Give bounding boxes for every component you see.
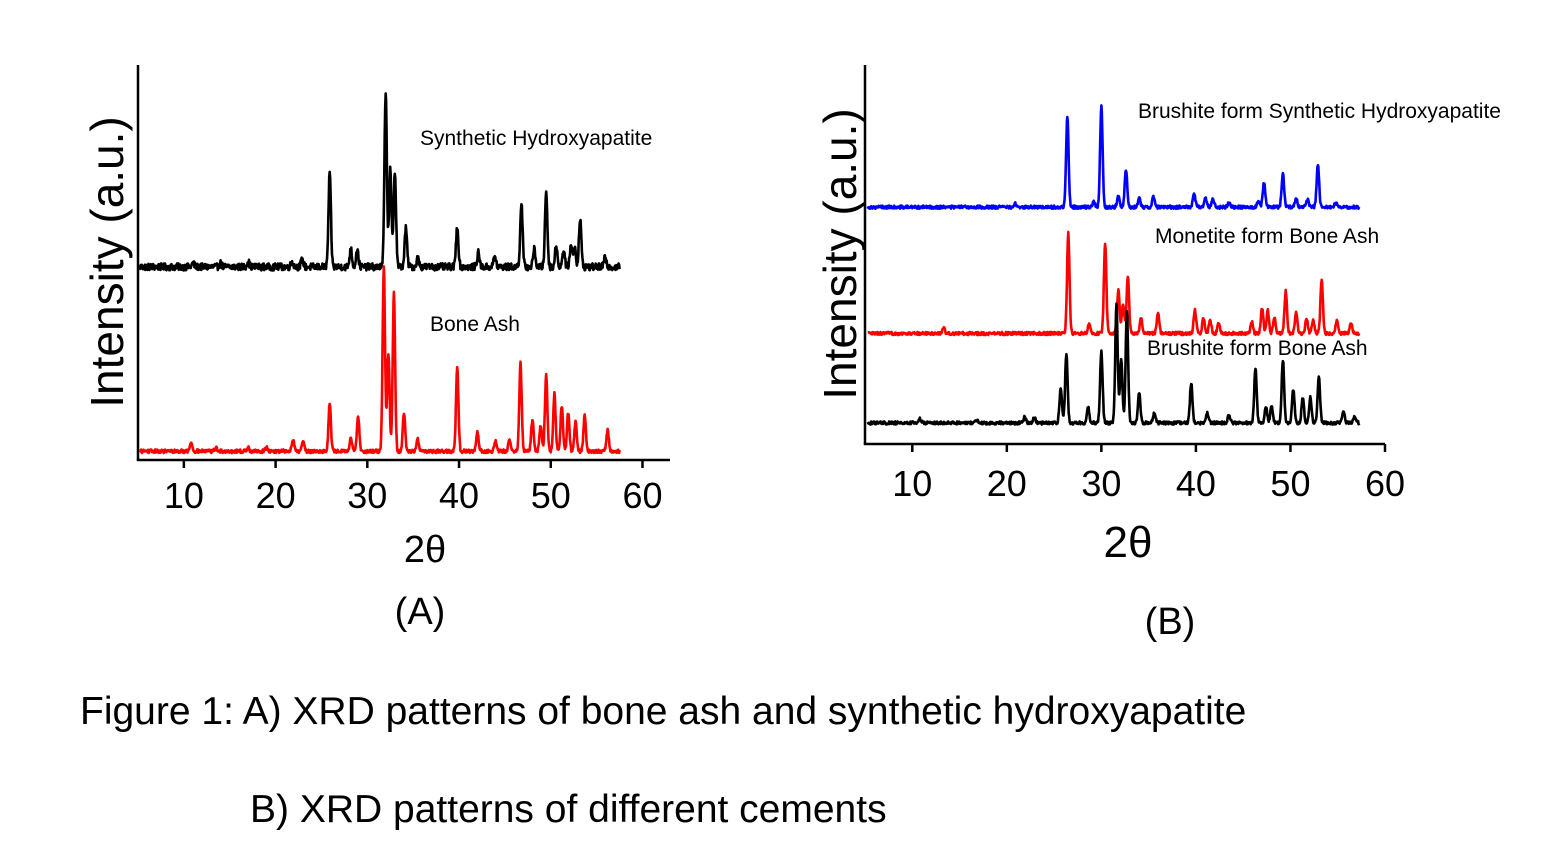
chart-b-x-label: 2θ: [1104, 518, 1153, 567]
chart-a-label-synthetic-hydroxyapatite: Synthetic Hydroxyapatite: [420, 127, 652, 150]
figure-caption-line-1: Figure 1: A) XRD patterns of bone ash an…: [80, 690, 1246, 733]
chart-b-x-tick-label-50: 50: [1270, 463, 1310, 504]
chart-a-x-tick-label-50: 50: [531, 475, 571, 516]
chart-b-x-tick-label-60: 60: [1365, 463, 1405, 504]
chart-a-panel-label: (A): [395, 591, 446, 633]
figure-caption-line-2: B) XRD patterns of different cements: [250, 788, 887, 831]
chart-a-tick-layer: 10 20 30 40 50 60: [164, 460, 663, 516]
chart-a-x-tick-label-10: 10: [164, 475, 204, 516]
chart-a-series-layer: [138, 92, 621, 455]
chart-a-series-bone-ash: [139, 265, 621, 455]
chart-b-label-brushite-synthetic-hydroxyapatite: Brushite form Synthetic Hydroxyapatite: [1138, 100, 1501, 123]
chart-b-series-layer: [866, 104, 1361, 426]
chart-b-x-tick-label-20: 20: [987, 463, 1027, 504]
chart-a: 10 20 30 40 50 60 Intensity (a.u.) 2θ Synthet…: [81, 65, 670, 633]
chart-b-panel-label: (B): [1145, 601, 1196, 643]
chart-b-y-label: Intensity (a.u.): [814, 108, 866, 399]
chart-a-y-label: Intensity (a.u.): [81, 116, 133, 407]
chart-b-label-brushite-bone-ash: Brushite form Bone Ash: [1147, 337, 1368, 360]
chart-a-x-tick-label-40: 40: [439, 475, 479, 516]
chart-a-x-label: 2θ: [404, 529, 446, 571]
chart-b-x-tick-label-30: 30: [1081, 463, 1121, 504]
chart-a-series-synthetic-hydroxyapatite: [138, 92, 621, 272]
chart-a-label-bone-ash: Bone Ash: [430, 313, 520, 336]
chart-b-x-tick-label-40: 40: [1176, 463, 1216, 504]
chart-a-x-tick-label-20: 20: [256, 475, 296, 516]
chart-b-tick-layer: 10 20 30 40 50 60: [892, 444, 1405, 504]
chart-a-x-tick-label-30: 30: [347, 475, 387, 516]
chart-b: 10 20 30 40 50 60 Intensity (a.u.) 2θ Brushit…: [814, 65, 1501, 643]
chart-b-series-monetite-form-bone-ash: [866, 230, 1361, 337]
chart-b-label-monetite-bone-ash: Monetite form Bone Ash: [1155, 225, 1379, 248]
chart-b-series-brushite-form-synthetic-hydroxyapatite: [866, 104, 1361, 210]
chart-b-x-tick-label-10: 10: [892, 463, 932, 504]
chart-b-series-brushite-form-bone-ash: [866, 302, 1361, 426]
chart-a-x-tick-label-60: 60: [622, 475, 662, 516]
